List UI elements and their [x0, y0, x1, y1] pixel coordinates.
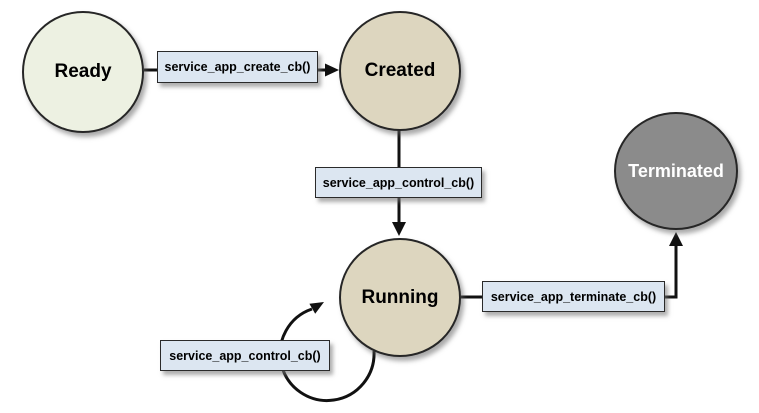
arrow-running-self-loop	[278, 307, 376, 402]
state-ready-label: Ready	[54, 61, 112, 82]
state-created-label: Created	[364, 60, 436, 81]
transition-label-control-self-loop-text: service_app_control_cb()	[169, 348, 321, 363]
arrowhead-ready-to-created	[325, 63, 339, 77]
transition-label-control-self-loop: service_app_control_cb()	[160, 340, 330, 371]
transition-label-terminate: service_app_terminate_cb()	[482, 281, 665, 312]
state-terminated-label: Terminated	[628, 160, 724, 181]
transition-label-control: service_app_control_cb()	[315, 167, 482, 198]
state-terminated: Terminated	[614, 112, 738, 230]
transition-label-create-text: service_app_create_cb()	[164, 60, 311, 74]
transition-label-terminate-text: service_app_terminate_cb()	[490, 289, 657, 304]
arrowhead-running-self-loop	[309, 302, 324, 314]
state-running-label: Running	[361, 286, 439, 308]
state-running: Running	[339, 238, 461, 357]
arrowhead-running-to-terminated	[669, 232, 683, 246]
arrowhead-created-to-running	[392, 222, 406, 236]
state-ready: Ready	[22, 11, 144, 133]
transition-label-create: service_app_create_cb()	[157, 51, 318, 83]
transition-label-control-text: service_app_control_cb()	[322, 175, 475, 190]
state-created: Created	[339, 11, 461, 131]
